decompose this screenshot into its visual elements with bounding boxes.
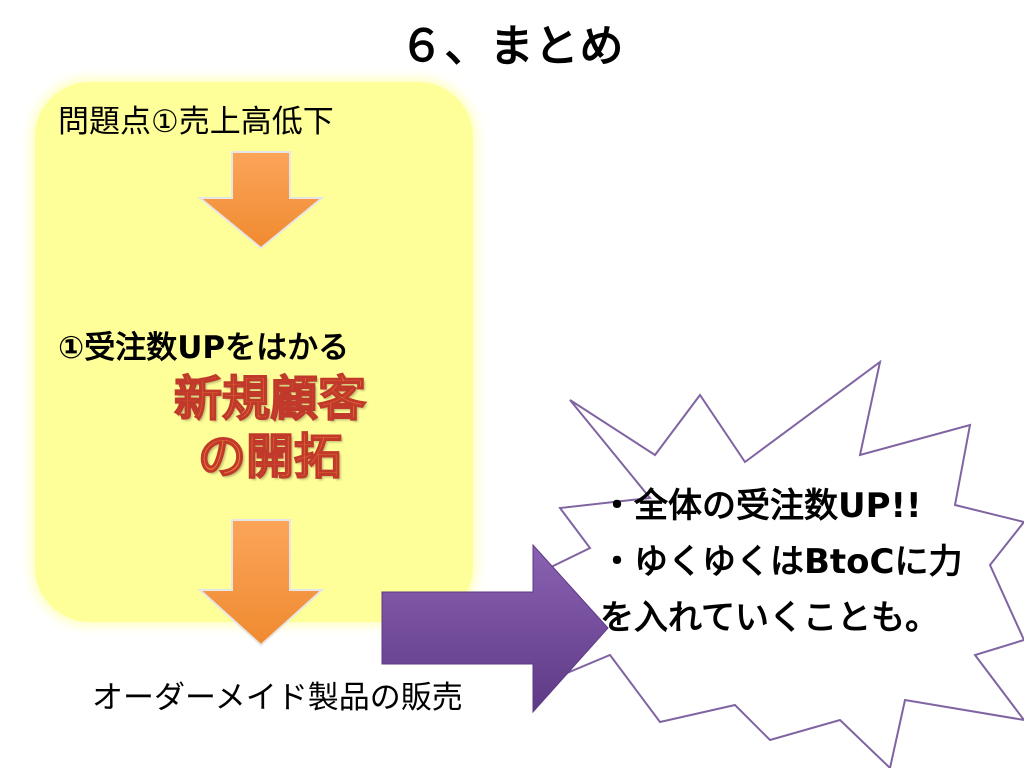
measure-text: ①受注数UPをはかる	[58, 330, 350, 366]
right-arrow-shape	[381, 543, 609, 714]
burst-line-3: を入れていくことも。	[600, 598, 939, 638]
burst-line-2: ・ゆくゆくはBtoCに力	[600, 542, 963, 582]
highlight-line-2: の開拓	[197, 428, 343, 486]
problem-text: 問題点①売上高低下	[58, 104, 334, 140]
result-text: オーダーメイド製品の販売	[92, 680, 463, 716]
highlight-text: 新規顧客 の開拓	[150, 370, 390, 486]
burst-text: ・全体の受注数UP!! ・ゆくゆくはBtoCに力 を入れていくことも。	[600, 478, 1020, 646]
down-arrow-bottom	[197, 519, 325, 647]
down-arrow-top	[197, 151, 325, 250]
slide-title: ６、まとめ	[399, 21, 625, 72]
burst-line-1: ・全体の受注数UP!!	[600, 486, 922, 526]
highlight-line-1: 新規顧客	[173, 370, 367, 428]
